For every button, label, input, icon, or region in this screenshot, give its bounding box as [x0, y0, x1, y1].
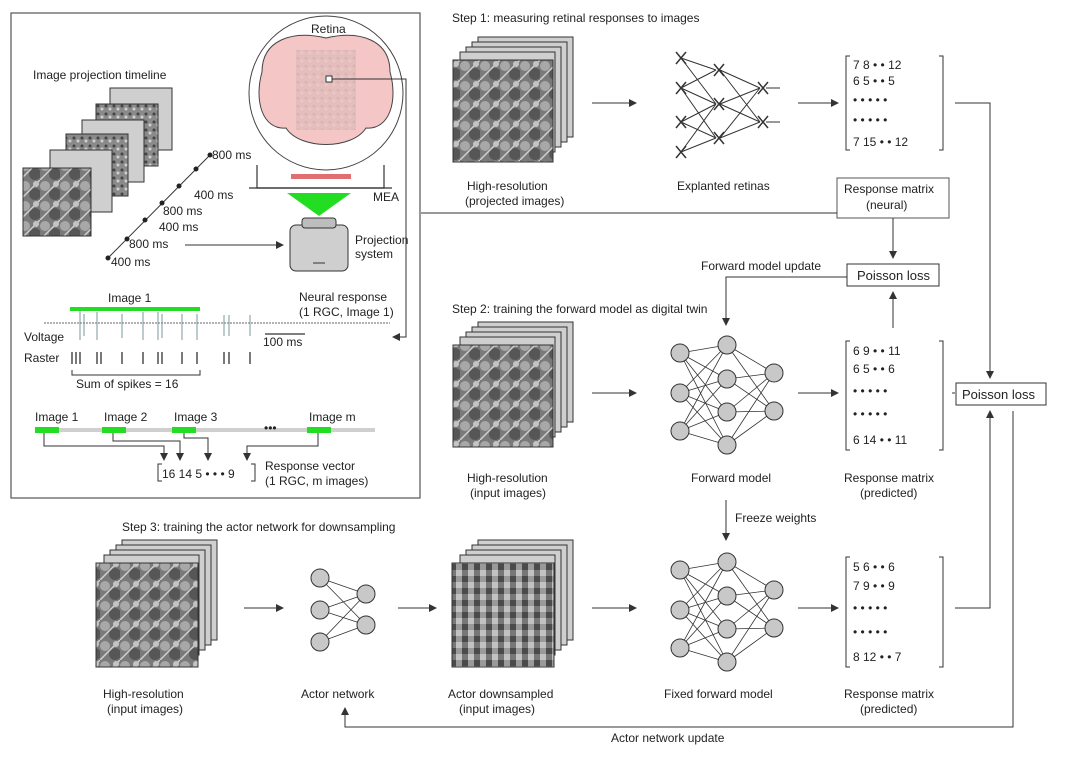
step1-title: Step 1: measuring retinal responses to i… — [452, 11, 699, 25]
seq-image-m-label: Image m — [309, 410, 356, 424]
tick-label-6: 400 ms — [111, 255, 150, 269]
s2-matrix-row-2: 6 5 • • 6 — [853, 362, 895, 376]
image1-bar-label: Image 1 — [108, 291, 152, 305]
actor-network — [310, 568, 376, 652]
actor-update-arrow — [341, 411, 1014, 728]
poisson-loss-label: Poisson loss — [857, 268, 930, 283]
tick-label-3: 800 ms — [163, 204, 202, 218]
s1-to-right-loss-arrow — [955, 102, 994, 379]
s1-matrix-row-5: 7 15 • • 12 — [853, 135, 908, 149]
sum-label: Sum of spikes = 16 — [76, 377, 179, 391]
actor-update-label: Actor network update — [611, 731, 725, 745]
tick-label-4: 400 ms — [159, 220, 198, 234]
forward-update-label: Forward model update — [701, 259, 821, 273]
s1-matrix-row-3: • • • • • — [853, 93, 887, 107]
explanted-retinas-network — [675, 51, 780, 159]
step1-matrix-label-2: (neural) — [866, 198, 907, 212]
raster-label: Raster — [24, 351, 59, 365]
step2-response-matrix: 6 9 • • 11 6 5 • • 6 • • • • • • • • • •… — [845, 340, 944, 451]
fixed-forward-model-label: Fixed forward model — [664, 687, 773, 701]
image1-bar — [70, 307, 200, 311]
tick-label-5: 800 ms — [129, 237, 168, 251]
s2-matrix-row-3: • • • • • — [853, 384, 887, 398]
step1-image-stack — [452, 36, 574, 163]
response-vector-values: 16 14 5 • • • 9 — [162, 467, 235, 481]
neural-response-label-1: Neural response — [299, 290, 387, 304]
seq-image-3-label: Image 3 — [174, 410, 218, 424]
step3-matrix-label-1: Response matrix — [844, 687, 934, 701]
step1-response-matrix: 7 8 • • 12 6 5 • • 5 • • • • • • • • • •… — [845, 55, 944, 151]
step2-images-label-1: High-resolution — [467, 471, 548, 485]
tick-label-2: 400 ms — [194, 188, 233, 202]
step3-downsampled-stack — [451, 539, 574, 668]
step3-images-label-1: High-resolution — [103, 687, 184, 701]
s1-matrix-row-1: 7 8 • • 12 — [853, 58, 902, 72]
s3-matrix-row-5: 8 12 • • 7 — [853, 650, 902, 664]
s1-matrix-label-box — [836, 177, 950, 219]
projector-illustration — [287, 193, 351, 272]
timeline-title: Image projection timeline — [33, 68, 167, 82]
mea-label: MEA — [373, 190, 399, 204]
s3-matrix-row-2: 7 9 • • 9 — [853, 579, 895, 593]
s3-matrix-row-4: • • • • • — [853, 625, 887, 639]
step3-matrix-label-2: (predicted) — [860, 702, 917, 716]
step1-retinas-label: Explanted retinas — [677, 179, 770, 193]
s3-to-right-loss-arrow — [955, 410, 994, 609]
s2-matrix-row-4: • • • • • — [853, 407, 887, 421]
step3-response-matrix: 5 6 • • 6 7 9 • • 9 • • • • • • • • • • … — [845, 556, 944, 668]
step1-matrix-label-1: Response matrix — [844, 182, 934, 196]
step1-images-label-2: (projected images) — [465, 194, 564, 208]
forward-model-network — [670, 335, 784, 455]
image-sequence-bar — [35, 427, 375, 433]
step2-matrix-label-1: Response matrix — [844, 471, 934, 485]
voltage-spikes — [79, 310, 251, 340]
right-poisson-loss-box — [955, 382, 1047, 406]
mea-illustration — [249, 165, 392, 189]
s1-matrix-row-2: 6 5 • • 5 — [853, 74, 895, 88]
tick-label-1: 800 ms — [212, 148, 251, 162]
response-vector-label-2: (1 RGC, m images) — [265, 474, 368, 488]
step2-title: Step 2: training the forward model as di… — [452, 302, 707, 316]
timeline-dots — [105, 152, 213, 261]
response-vector-label-1: Response vector — [265, 459, 355, 473]
step2-images-label-2: (input images) — [470, 486, 546, 500]
forward-update-arrow — [722, 276, 847, 326]
timeline-stack — [22, 87, 173, 237]
right-poisson-loss-label: Poisson loss — [962, 387, 1035, 402]
retina-illustration — [248, 15, 404, 171]
fixed-forward-model-network — [670, 552, 784, 672]
s2-matrix-row-1: 6 9 • • 11 — [853, 344, 901, 358]
step3-downsampled-label-2: (input images) — [459, 702, 535, 716]
raster-ticks — [71, 352, 251, 364]
inset-panel: Retina MEA Projection system Image proje… — [10, 12, 421, 499]
s2-matrix-row-5: 6 14 • • 11 — [853, 433, 908, 447]
poisson-loss-box — [846, 263, 940, 287]
step3-images-label-2: (input images) — [107, 702, 183, 716]
retina-label: Retina — [311, 22, 346, 36]
s3-matrix-row-3: • • • • • — [853, 601, 887, 615]
step3-title: Step 3: training the actor network for d… — [122, 520, 395, 534]
forward-model-label: Forward model — [691, 471, 771, 485]
projection-label-2: system — [355, 247, 393, 261]
scale-label: 100 ms — [263, 335, 302, 349]
voltage-label: Voltage — [24, 330, 64, 344]
step3-image-stack — [95, 539, 218, 668]
actor-network-label: Actor network — [301, 687, 375, 701]
neural-response-label-2: (1 RGC, Image 1) — [299, 305, 394, 319]
retina-to-trace-arrow — [332, 78, 407, 341]
projection-label-1: Projection — [355, 233, 408, 247]
seq-ellipsis: ••• — [264, 421, 277, 435]
s3-matrix-row-1: 5 6 • • 6 — [853, 560, 895, 574]
sequence-arrows — [43, 433, 319, 461]
s1-matrix-row-4: • • • • • — [853, 113, 887, 127]
step3-downsampled-label-1: Actor downsampled — [448, 687, 553, 701]
freeze-label: Freeze weights — [735, 511, 816, 525]
seq-image-2-label: Image 2 — [104, 410, 148, 424]
seq-image-1-label: Image 1 — [35, 410, 79, 424]
step2-matrix-label-2: (predicted) — [860, 486, 917, 500]
step2-image-stack — [452, 321, 574, 448]
step1-images-label-1: High-resolution — [467, 179, 548, 193]
sum-bracket — [71, 370, 201, 376]
